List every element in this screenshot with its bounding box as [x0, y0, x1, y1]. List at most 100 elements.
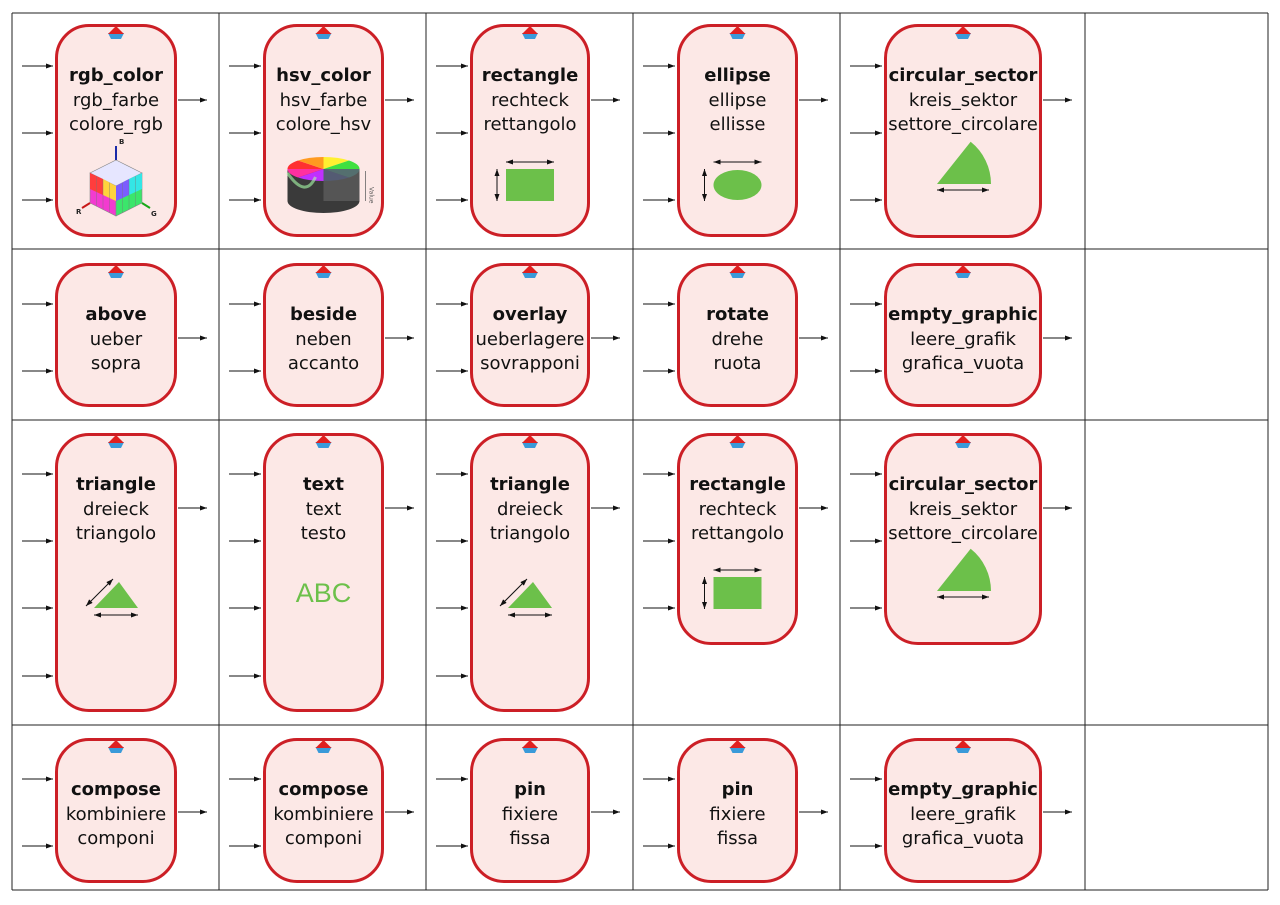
- block-handle-icon: [108, 26, 124, 34]
- block-handle-icon: [522, 33, 538, 39]
- block-name-it: componi: [284, 828, 363, 849]
- block-name-de: text: [305, 498, 342, 520]
- block-name-en: rgb_color: [68, 65, 164, 86]
- rectangle-icon: [506, 169, 554, 201]
- block-name-de: leere_grafik: [910, 803, 1016, 825]
- block-handle-icon: [315, 435, 332, 443]
- block-name-de: fixiere: [501, 803, 559, 825]
- block-name-en: triangle: [76, 474, 156, 495]
- block-name-it: fissa: [716, 828, 759, 849]
- block-name-it: triangolo: [75, 523, 157, 544]
- dimension-arrow: [85, 578, 114, 607]
- block-name-en: pin: [514, 779, 546, 800]
- block-handle-icon: [108, 442, 124, 448]
- block-handle-icon: [522, 272, 538, 278]
- block-handle-icon: [108, 265, 124, 273]
- block-rectangle[interactable]: rectangle rechteck rettangolo: [470, 24, 590, 237]
- block-handle-icon: [108, 747, 124, 753]
- block-handle-icon: [955, 442, 971, 448]
- block-name-it: testo: [300, 523, 347, 544]
- block-handle-icon: [315, 740, 332, 748]
- axis-label: B: [119, 138, 124, 146]
- block-name-de: dreieck: [83, 498, 149, 520]
- block-handle-icon: [522, 442, 538, 448]
- block-handle-icon: [955, 26, 971, 34]
- block-handle-icon: [522, 747, 538, 753]
- block-name-en: overlay: [492, 304, 568, 325]
- block-name-en: hsv_color: [276, 65, 371, 86]
- block-name-it: settore_circolare: [888, 523, 1038, 544]
- block-name-it: sopra: [90, 353, 142, 374]
- block-handle-icon: [729, 435, 746, 443]
- block-name-en: rectangle: [689, 474, 786, 495]
- axis-label: G: [151, 210, 157, 218]
- block-name-de: kombiniere: [65, 803, 167, 825]
- block-labels: rectangle rechteck rettangolo: [473, 64, 587, 138]
- block-handle-icon: [729, 747, 746, 753]
- block-handle-icon: [522, 26, 538, 34]
- block-name-en: ellipse: [704, 65, 771, 86]
- block-handle-icon: [955, 272, 971, 278]
- rectangle-icon: [713, 577, 762, 609]
- block-labels: empty_graphic leere_grafik grafica_vuota: [887, 778, 1039, 852]
- block-name-it: rettangolo: [483, 114, 577, 135]
- block-name-en: beside: [289, 304, 358, 325]
- block-handle-icon: [315, 442, 332, 448]
- block-handle-icon: [522, 740, 538, 748]
- block-name-de: hsv_farbe: [279, 89, 368, 111]
- hsv-cylinder-icon: Value: [286, 157, 375, 213]
- block-name-de: rgb_farbe: [72, 89, 160, 111]
- block-handle-icon: [729, 740, 746, 748]
- block-name-de: kreis_sektor: [908, 498, 1018, 520]
- block-name-de: ellipse: [708, 89, 767, 111]
- block-handle-icon: [315, 26, 332, 34]
- block-name-en: circular_sector: [888, 65, 1038, 86]
- block-handle-icon: [315, 265, 332, 273]
- block-name-en: rotate: [706, 304, 769, 325]
- block-name-de: rechteck: [491, 89, 569, 111]
- block-name-it: grafica_vuota: [901, 828, 1025, 849]
- block-name-en: compose: [278, 779, 369, 800]
- block-name-de: rechteck: [698, 498, 777, 520]
- block-handle-icon: [955, 740, 971, 748]
- block-triangle[interactable]: triangle dreieck triangolo: [55, 433, 177, 712]
- block-handle-icon: [108, 272, 124, 278]
- triangle-icon: [94, 582, 138, 608]
- block-empty-graphic-2[interactable]: empty_graphic leere_grafik grafica_vuota: [884, 738, 1042, 883]
- block-pin[interactable]: pin fixiere fissa: [470, 738, 590, 883]
- block-name-en: rectangle: [481, 65, 579, 86]
- block-name-en: empty_graphic: [888, 779, 1038, 800]
- axis-label: Value: [368, 187, 375, 204]
- block-handle-icon: [108, 435, 124, 443]
- block-name-de: kreis_sektor: [908, 89, 1018, 111]
- block-name-it: fissa: [509, 828, 551, 849]
- block-handle-icon: [315, 272, 332, 278]
- block-labels: triangle dreieck triangolo: [58, 473, 174, 547]
- block-handle-icon: [108, 33, 124, 39]
